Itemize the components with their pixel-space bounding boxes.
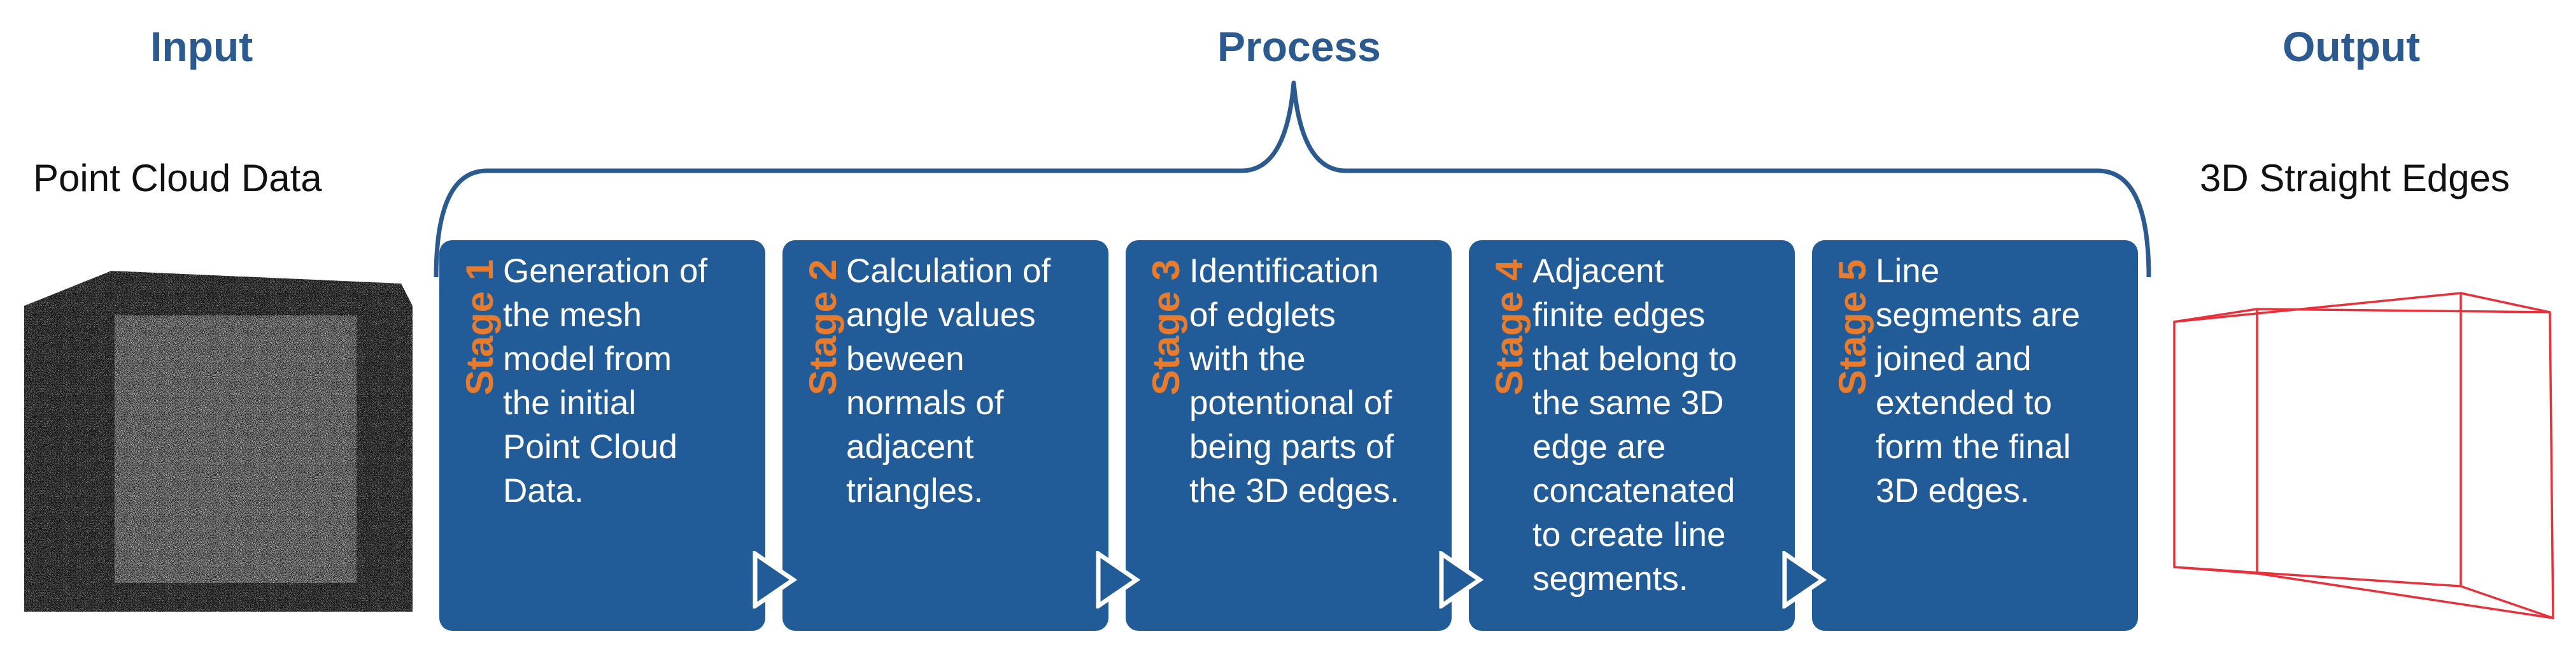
stage-4-box: Stage 4 Adjacent finite edges that belon… <box>1469 240 1827 631</box>
stage-5-tag: Stage 5 <box>1831 259 1874 396</box>
cube-edge-top-right <box>2460 292 2551 313</box>
cube-front-face <box>115 315 357 583</box>
stage-3-tag: Stage 3 <box>1145 259 1187 396</box>
chevron-right-icon <box>1439 551 1484 608</box>
stage-3-description: Identification of edglets with the poten… <box>1189 252 1400 510</box>
point-cloud-image <box>24 271 413 612</box>
stage-5-description: Line segments are joined and extended to… <box>1876 252 2081 510</box>
edge-cube-image <box>2173 292 2554 619</box>
process-title: Process <box>1217 23 1381 70</box>
stage-3-box: Stage 3 Identification of edglets with t… <box>1126 240 1484 631</box>
input-label: Point Cloud Data <box>33 157 322 199</box>
stage-4-description: Adjacent finite edges that belong to the… <box>1532 252 1737 598</box>
cube-front-edges <box>2173 292 2462 587</box>
cube-edge-bottom-right <box>2460 585 2554 619</box>
stage-1-description: Generation of the mesh model from the in… <box>503 252 708 510</box>
stage-1-box: Stage 1 Generation of the mesh model fro… <box>439 240 798 631</box>
output-title: Output <box>2282 23 2421 70</box>
stage-2-tag: Stage 2 <box>802 259 844 396</box>
chevron-right-icon <box>1096 551 1141 608</box>
stage-2-description: Calculation of angle values bewеen norma… <box>846 252 1051 510</box>
stage-1-tag: Stage 1 <box>458 259 501 396</box>
cube-back-edges <box>2256 308 2554 619</box>
stage-2-box: Stage 2 Calculation of angle values bewе… <box>782 240 1141 631</box>
input-title: Input <box>150 23 253 70</box>
process-brace <box>434 80 2151 278</box>
cube-edge-top-left <box>2174 308 2258 323</box>
chevron-right-icon <box>1782 551 1827 608</box>
cube-edge-bottom-left <box>2174 566 2258 575</box>
output-label: 3D Straight Edges <box>2200 157 2510 199</box>
chevron-right-icon <box>753 551 798 608</box>
stage-4-tag: Stage 4 <box>1488 259 1531 396</box>
stage-5-box: Stage 5 Line segments are joined and ext… <box>1812 240 2138 631</box>
